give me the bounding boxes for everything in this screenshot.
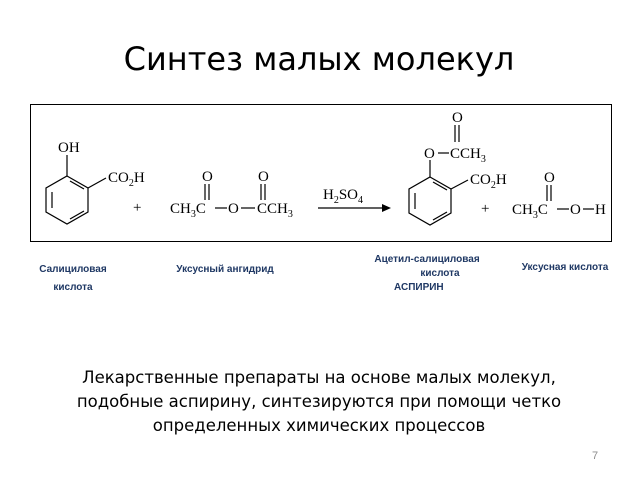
aspirin-ester-o: O — [424, 146, 435, 162]
catalyst-h2so4: H2SO4 — [323, 187, 363, 206]
label-aspirin-line-1: Ацетил-салициловая — [374, 254, 480, 265]
aspirin-cch3: CCH3 — [450, 146, 486, 165]
label-aspirin: Ацетил-салициловая кислота АСПИРИН — [362, 253, 492, 295]
salicylic-ring — [45, 155, 107, 225]
anhydride-cch3: CCH3 — [257, 201, 293, 220]
anhydride-bonds — [204, 184, 266, 209]
caption-line-3: определенных химических процессов — [152, 416, 486, 435]
salicylic-carboxyl: CO2H — [108, 170, 145, 189]
salicylic-oh: OH — [58, 140, 80, 156]
label-salicylic-acid: Салициловая кислота — [30, 261, 116, 297]
label-aspirin-line-3: АСПИРИН — [394, 282, 444, 293]
aspirin-carboxyl: CO2H — [470, 172, 507, 191]
anhydride-carbonyl-o-1: O — [202, 169, 213, 185]
label-acetic-acid: Уксусная кислота — [521, 262, 609, 273]
aspirin-carbonyl-o: O — [452, 110, 463, 126]
aspirin-ring — [408, 125, 469, 226]
acetic-ch3c: CH3C — [512, 202, 548, 221]
plus-sign-2: + — [481, 201, 489, 217]
anhydride-bridge-o: O — [228, 201, 239, 217]
arrow-head — [382, 204, 391, 212]
page-number: 7 — [592, 450, 599, 462]
caption-line-1: Лекарственные препараты на основе малых … — [82, 368, 556, 387]
reaction-frame — [30, 104, 612, 242]
label-salicylic-line-1: Салициловая — [39, 264, 107, 275]
label-acetic-anhydride: Уксусный ангидрид — [176, 264, 274, 275]
acetic-carbonyl-o: O — [544, 170, 555, 186]
plus-sign-1: + — [133, 200, 141, 216]
acetic-bonds — [546, 185, 594, 210]
slide-title: Синтез малых молекул — [123, 40, 515, 78]
acetic-h: H — [595, 202, 606, 218]
slide-caption: Лекарственные препараты на основе малых … — [40, 366, 598, 438]
label-salicylic-line-2: кислота — [53, 282, 93, 293]
caption-line-2: подобные аспирину, синтезируются при пом… — [76, 392, 562, 411]
acetic-o: O — [570, 202, 581, 218]
anhydride-carbonyl-o-2: O — [258, 169, 269, 185]
anhydride-ch3c: CH3C — [170, 201, 206, 220]
label-aspirin-line-2: кислота — [420, 268, 460, 279]
